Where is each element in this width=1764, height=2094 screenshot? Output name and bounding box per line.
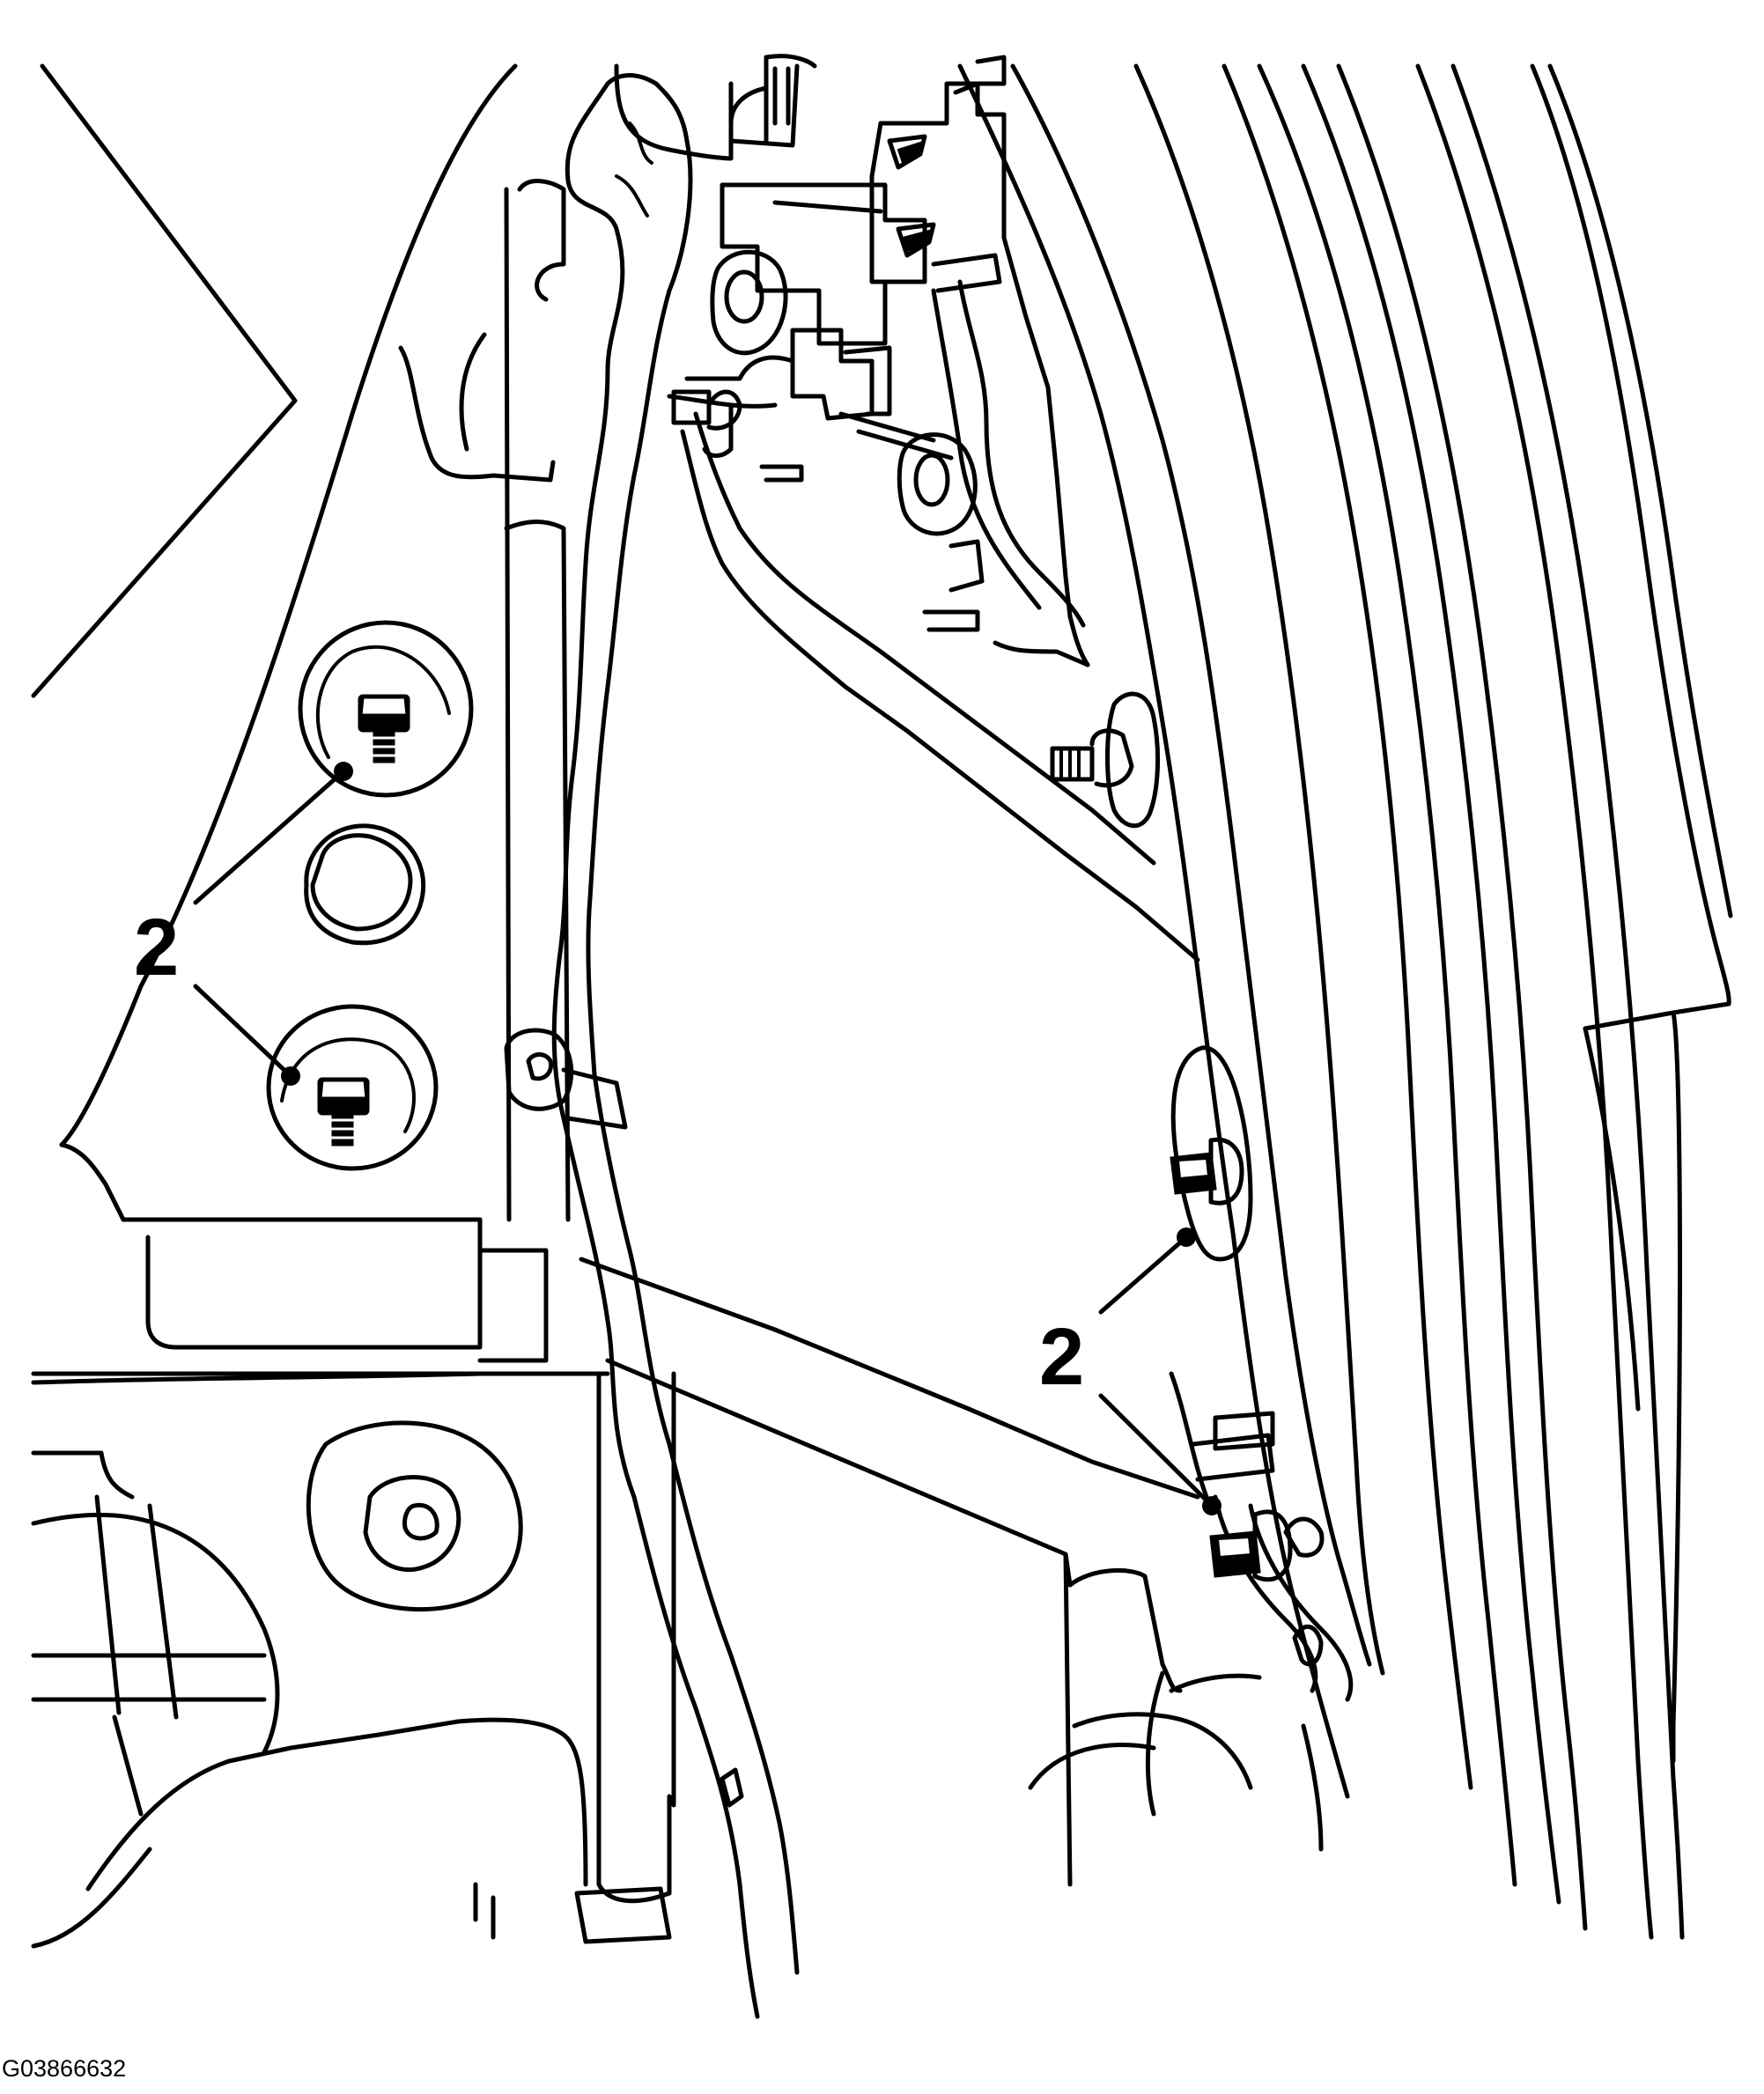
center-plate	[579, 1257, 1262, 1887]
left-body-panel	[31, 63, 571, 1222]
grommet-hole-left	[304, 823, 426, 946]
inner-panel-contour	[398, 332, 556, 483]
callout-leaders	[193, 762, 1222, 1515]
fastener-right-upper	[1170, 1137, 1244, 1206]
callout-label-right: 2	[1039, 1312, 1085, 1402]
figure-id: G03866632	[2, 2055, 127, 2082]
bolt-upper-left	[298, 620, 474, 798]
bolt-lower-left	[266, 1004, 439, 1171]
wiring-harness	[504, 73, 800, 2019]
wheel-arch-panels	[957, 63, 1733, 1940]
stud-upper-right	[1050, 691, 1161, 829]
sill-structure	[31, 1217, 672, 1949]
upper-module	[614, 54, 1200, 962]
fastener-right-lower	[1209, 1411, 1293, 1582]
callout-label-left: 2	[134, 903, 180, 992]
rear-flange	[1028, 1045, 1354, 1852]
